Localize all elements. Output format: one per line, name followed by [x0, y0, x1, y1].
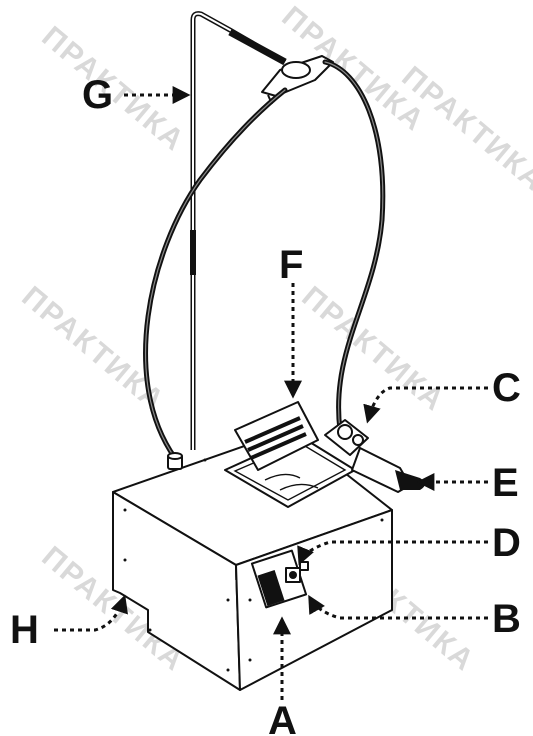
control-panel: [250, 549, 309, 609]
label-c: C: [492, 366, 521, 410]
label-b: B: [492, 597, 521, 641]
cable-clamp: [324, 419, 369, 456]
label-d: D: [492, 521, 521, 565]
watermark-text: ПРАКТИКА: [36, 20, 192, 158]
callout-labels: G F C E D B A H: [10, 73, 521, 736]
label-f: F: [279, 243, 303, 287]
watermark-text: ПРАКТИКА: [296, 280, 452, 418]
support-rod: [190, 11, 287, 450]
handle: [351, 447, 425, 493]
cables: [143, 59, 386, 461]
label-h: H: [10, 608, 39, 652]
label-a: A: [268, 699, 297, 736]
tip-tray: [224, 401, 356, 508]
leader-lines: [54, 86, 488, 700]
left-connector: [167, 452, 183, 470]
label-g: G: [82, 73, 113, 117]
torch-holder: [261, 55, 334, 105]
label-e: E: [492, 461, 519, 505]
